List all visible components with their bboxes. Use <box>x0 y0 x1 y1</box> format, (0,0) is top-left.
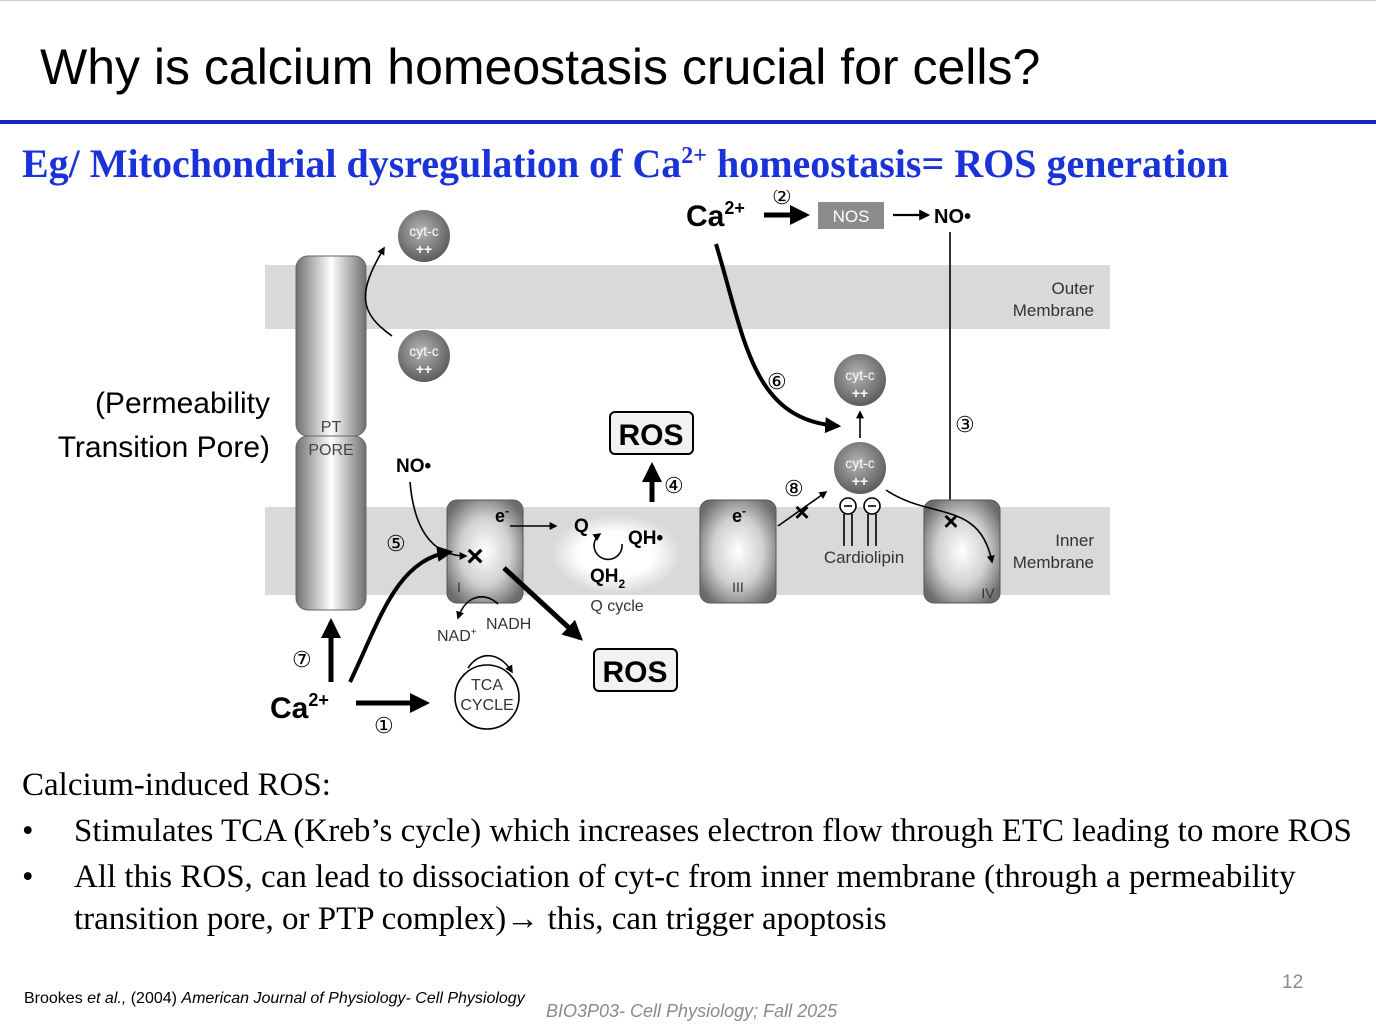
qh-label: QH• <box>628 528 664 549</box>
complex-iv <box>923 499 1001 604</box>
step-3: ③ <box>955 412 975 437</box>
tca-label-1: TCA <box>471 677 503 694</box>
cyt-c-free-charge: ++ <box>852 385 868 401</box>
step-4: ④ <box>664 473 684 498</box>
cyt-c-free-label: cyt-c <box>845 367 875 383</box>
inner-membrane-label-2: Membrane <box>1013 553 1094 572</box>
cyt-c-bound-charge: ++ <box>852 473 868 489</box>
step-2: ② <box>772 190 792 209</box>
bullet-2: • All this ROS, can lead to dissociation… <box>22 856 1372 940</box>
cyt-c-bound-label: cyt-c <box>845 455 875 471</box>
body-text: Calcium-induced ROS: • Stimulates TCA (K… <box>22 764 1372 944</box>
no-complex-i: NO• <box>396 456 432 477</box>
bullet-1: • Stimulates TCA (Kreb’s cycle) which in… <box>22 810 1372 852</box>
slide-title: Why is calcium homeostasis crucial for c… <box>40 39 1041 95</box>
cyt-c-release-arrow <box>364 246 393 337</box>
subtitle-post: homeostasis= ROS generation <box>706 141 1229 186</box>
outer-membrane-label-1: Outer <box>1051 279 1094 298</box>
nadh-to-nad-arrow <box>456 596 499 620</box>
complex-iv-label: IV <box>981 585 995 601</box>
complex-i-label: I <box>457 579 461 595</box>
bullet-1-glyph: • <box>22 813 34 849</box>
pt-pore-label-1: PT <box>321 419 342 436</box>
cyt-c-top-charge: ++ <box>416 241 432 257</box>
ros-bottom-box <box>593 648 678 692</box>
no-to-complex-i-arrow <box>409 481 468 560</box>
mitochondria-diagram: Outer Membrane Inner Membrane PT PORE cy… <box>265 190 1110 738</box>
title-divider <box>0 120 1376 124</box>
cyt-c-top <box>398 210 450 262</box>
ptp-label-line1: (Permeability <box>94 387 270 420</box>
inner-membrane-label-1: Inner <box>1055 531 1094 550</box>
ca-top: Ca2+ <box>686 198 745 233</box>
ca-to-complex-i-arrow <box>348 545 454 683</box>
step-6: ⑥ <box>767 369 787 394</box>
ca-bottom: Ca2+ <box>270 690 329 725</box>
cyt-c-bound <box>834 442 886 494</box>
complex-iii-label: III <box>732 579 744 595</box>
x-mark-complex-i: × <box>466 540 484 573</box>
x-mark-complex-iv: × <box>943 506 958 536</box>
cyt-c-mid <box>398 330 450 382</box>
cyt-c-mid-charge: ++ <box>416 361 432 377</box>
ros-top-box <box>609 411 694 455</box>
step-5: ⑤ <box>386 531 406 556</box>
ca-to-cytc-arrow <box>714 243 842 434</box>
step-1: ① <box>374 713 394 738</box>
bullet-1-text: Stimulates TCA (Kreb’s cycle) which incr… <box>74 813 1352 849</box>
bullet-2-text: All this ROS, can lead to dissociation o… <box>74 859 1296 937</box>
page-number: 12 <box>1282 972 1304 993</box>
nad-label: NAD+ <box>437 627 477 645</box>
tca-label-2: CYCLE <box>460 697 513 714</box>
ros-bottom-label: ROS <box>602 656 667 689</box>
outer-membrane-label-2: Membrane <box>1013 301 1094 320</box>
complex-i-to-ros-arrow <box>502 566 583 641</box>
q-cycle-label: Q cycle <box>590 598 643 615</box>
slide-subtitle: Eg/ Mitochondrial dysregulation of Ca2+ … <box>22 140 1229 187</box>
nos-label: NOS <box>833 207 870 226</box>
nadh-label: NADH <box>486 616 531 633</box>
cyt-c-mid-label: cyt-c <box>409 343 439 359</box>
electron-iii: e- <box>732 504 746 526</box>
cyt-c-free <box>834 354 886 406</box>
ros-top-label: ROS <box>618 419 683 452</box>
bullet-2-glyph: • <box>22 859 34 895</box>
tca-to-nadh-arrow <box>467 654 513 674</box>
citation: Brookes et al., (2004) American Journal … <box>24 990 525 1008</box>
cardiolipin-label: Cardiolipin <box>824 548 904 567</box>
footer-course: BIO3P03- Cell Physiology; Fall 2025 <box>546 1001 838 1021</box>
top-hairline <box>0 0 1376 1</box>
citation-journal: American Journal of Physiology- Cell Phy… <box>181 990 525 1007</box>
q-cycle-arrow <box>592 533 623 561</box>
citation-authors: Brookes <box>24 990 88 1007</box>
cyt-c-top-label: cyt-c <box>409 223 439 239</box>
qh2-label: QH2 <box>590 566 626 591</box>
body-lead: Calcium-induced ROS: <box>22 767 331 803</box>
citation-etal: et al., <box>87 990 127 1007</box>
nos-box <box>818 202 884 229</box>
cytc-to-complex-iv-arrow <box>885 489 995 564</box>
complex-iii <box>699 499 777 604</box>
ptp-label: (Permeability Transition Pore) <box>40 382 270 470</box>
cardiolipin-icon <box>839 497 881 546</box>
pt-pore-upper <box>295 255 367 437</box>
tca-cycle-circle <box>454 664 520 730</box>
subtitle-sup: 2+ <box>681 143 707 169</box>
outer-membrane <box>265 265 1110 329</box>
q-label: Q <box>574 516 589 537</box>
pt-pore-label-2: PORE <box>308 442 353 459</box>
x-mark-complex-iii: × <box>794 497 809 527</box>
ptp-label-line2: Transition Pore) <box>57 431 270 464</box>
step-7: ⑦ <box>292 647 312 672</box>
q-cycle-ellipse <box>550 514 682 594</box>
electron-i: e- <box>495 504 509 526</box>
subtitle-pre: Eg/ Mitochondrial dysregulation of Ca <box>22 141 682 186</box>
no-top: NO• <box>934 206 971 228</box>
complex-iii-to-cytc-arrow <box>777 491 828 527</box>
step-8: ⑧ <box>784 476 804 501</box>
citation-year: (2004) <box>126 990 182 1007</box>
pt-pore-lower <box>295 435 367 611</box>
